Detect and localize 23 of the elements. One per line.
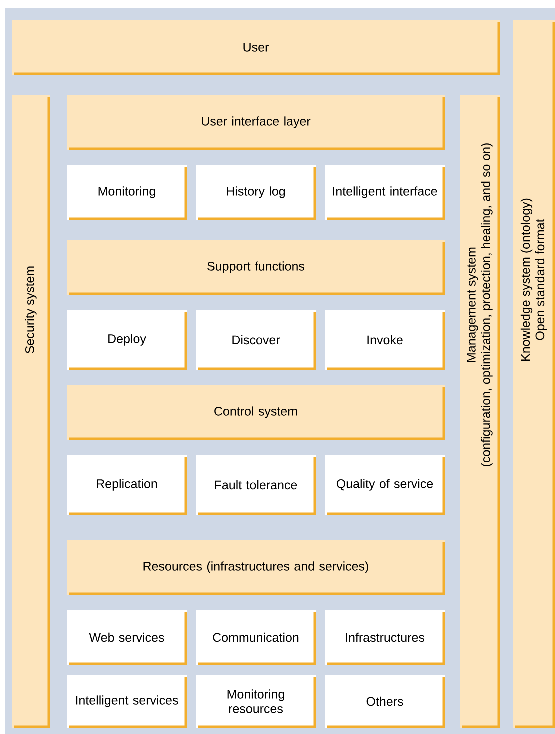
module-box: Invoke [325, 310, 446, 370]
module-box: Discover [196, 310, 316, 370]
layer-box: Support functions [67, 240, 446, 296]
layer-box: Management system (configuration, optimization, protection, healing, and so on) [460, 95, 500, 728]
layer-box: Security system [12, 95, 50, 728]
module-box: Replication [67, 455, 188, 516]
module-box: Intelligent services [67, 675, 188, 728]
module-box: Monitoring [67, 165, 188, 220]
module-box: Infrastructures [325, 610, 446, 666]
layer-box: User [12, 20, 500, 76]
layer-box: Control system [67, 385, 446, 440]
layer-box: Knowledge system (ontology) Open standard format [513, 20, 555, 728]
module-box: Monitoring resources [196, 675, 316, 728]
module-box: Deploy [67, 310, 188, 370]
module-box: Communication [196, 610, 316, 666]
module-box: History log [196, 165, 316, 220]
module-box: Web services [67, 610, 188, 666]
layer-box: Resources (infrastructures and services) [67, 540, 446, 596]
module-box: Fault tolerance [196, 455, 316, 516]
module-box: Quality of service [325, 455, 446, 516]
module-box: Intelligent interface [325, 165, 446, 220]
module-box: Others [325, 675, 446, 728]
layer-box: User interface layer [67, 95, 446, 150]
